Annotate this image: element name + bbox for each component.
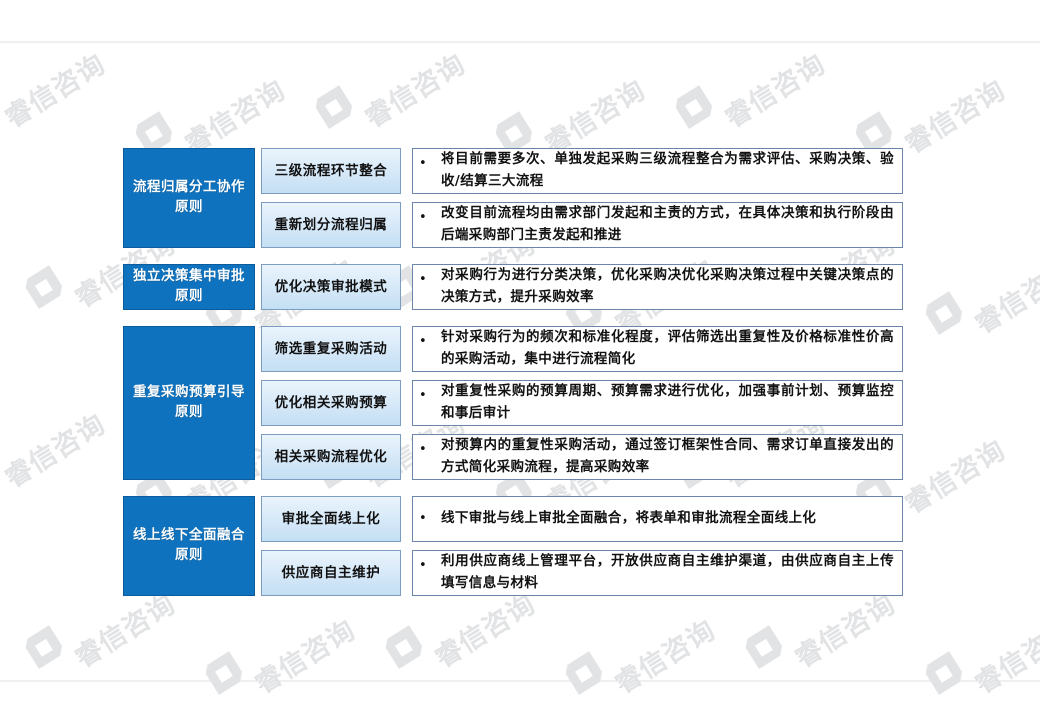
- principle-label: 独立决策集中审批原则: [133, 268, 245, 304]
- principle-label: 流程归属分工协作原则: [133, 179, 245, 215]
- bullet-icon: •: [419, 156, 427, 171]
- bullet-icon: •: [419, 388, 427, 403]
- action-label: 优化决策审批模式: [274, 278, 388, 295]
- action-label: 三级流程环节整合: [274, 162, 388, 179]
- detail-text: 改变目前流程均由需求部门发起和主责的方式，在具体决策和执行阶段由后端采购部门主责…: [441, 205, 894, 243]
- action-label: 重新划分流程归属: [274, 216, 388, 233]
- detail-box[interactable]: • 针对采购行为的频次和标准化程度，评估筛选出重复性及价格标准性价高的采购活动，集…: [412, 326, 903, 372]
- detail-text: 对重复性采购的预算周期、预算需求进行优化，加强事前计划、预算监控和事后审计: [441, 383, 894, 421]
- action-screen-repeat-purchase[interactable]: 筛选重复采购活动: [261, 326, 401, 372]
- action-optimize-purchase-process[interactable]: 相关采购流程优化: [261, 434, 401, 480]
- detail-box[interactable]: • 利用供应商线上管理平台，开放供应商自主维护渠道，由供应商自主上传填写信息与材料: [412, 550, 903, 596]
- page-rule-top: [0, 41, 1040, 43]
- page-rule-bottom: [0, 680, 1040, 682]
- detail-text: 将目前需要多次、单独发起采购三级流程整合为需求评估、采购决策、验收/结算三大流程: [441, 151, 894, 189]
- bullet-icon: •: [419, 558, 427, 573]
- action-label: 优化相关采购预算: [274, 394, 388, 411]
- action-optimize-approval-mode[interactable]: 优化决策审批模式: [261, 264, 401, 310]
- action-supplier-self-maintenance[interactable]: 供应商自主维护: [261, 550, 401, 596]
- detail-box[interactable]: • 对重复性采购的预算周期、预算需求进行优化，加强事前计划、预算监控和事后审计: [412, 380, 903, 426]
- principle-repeat-purchase-budget[interactable]: 重复采购预算引导原则: [123, 326, 255, 480]
- principle-process-ownership[interactable]: 流程归属分工协作原则: [123, 148, 255, 248]
- action-optimize-budget[interactable]: 优化相关采购预算: [261, 380, 401, 426]
- detail-box[interactable]: • 对采购行为进行分类决策，优化采购决优化采购决策过程中关键决策点的决策方式，提升…: [412, 264, 903, 310]
- detail-box[interactable]: • 线下审批与线上审批全面融合，将表单和审批流程全面线上化: [412, 496, 903, 542]
- bullet-icon: •: [419, 510, 427, 526]
- detail-text: 线下审批与线上审批全面融合，将表单和审批流程全面线上化: [441, 510, 817, 527]
- bullet-icon: •: [419, 442, 427, 457]
- bullet-icon: •: [419, 272, 427, 287]
- principle-independent-decision[interactable]: 独立决策集中审批原则: [123, 264, 255, 310]
- action-full-online-approval[interactable]: 审批全面线上化: [261, 496, 401, 542]
- detail-box[interactable]: • 对预算内的重复性采购活动，通过签订框架性合同、需求订单直接发出的方式简化采购流…: [412, 434, 903, 480]
- detail-text: 对预算内的重复性采购活动，通过签订框架性合同、需求订单直接发出的方式简化采购流程…: [441, 437, 894, 475]
- principle-online-offline-integration[interactable]: 线上线下全面融合原则: [123, 496, 255, 596]
- principle-label: 线上线下全面融合原则: [133, 527, 245, 563]
- bullet-icon: •: [419, 334, 427, 349]
- detail-text: 针对采购行为的频次和标准化程度，评估筛选出重复性及价格标准性价高的采购活动，集中…: [441, 329, 894, 367]
- action-redivide-ownership[interactable]: 重新划分流程归属: [261, 202, 401, 248]
- detail-box[interactable]: • 改变目前流程均由需求部门发起和主责的方式，在具体决策和执行阶段由后端采购部门主…: [412, 202, 903, 248]
- action-three-tier-integration[interactable]: 三级流程环节整合: [261, 148, 401, 194]
- action-label: 供应商自主维护: [281, 564, 381, 581]
- detail-text: 利用供应商线上管理平台，开放供应商自主维护渠道，由供应商自主上传填写信息与材料: [441, 553, 894, 591]
- principle-label: 重复采购预算引导原则: [133, 384, 245, 420]
- action-label: 筛选重复采购活动: [274, 340, 388, 357]
- action-label: 审批全面线上化: [281, 510, 381, 527]
- action-label: 相关采购流程优化: [274, 448, 388, 465]
- bullet-icon: •: [419, 210, 427, 225]
- detail-box[interactable]: • 将目前需要多次、单独发起采购三级流程整合为需求评估、采购决策、验收/结算三大流…: [412, 148, 903, 194]
- detail-text: 对采购行为进行分类决策，优化采购决优化采购决策过程中关键决策点的决策方式，提升采…: [441, 267, 894, 305]
